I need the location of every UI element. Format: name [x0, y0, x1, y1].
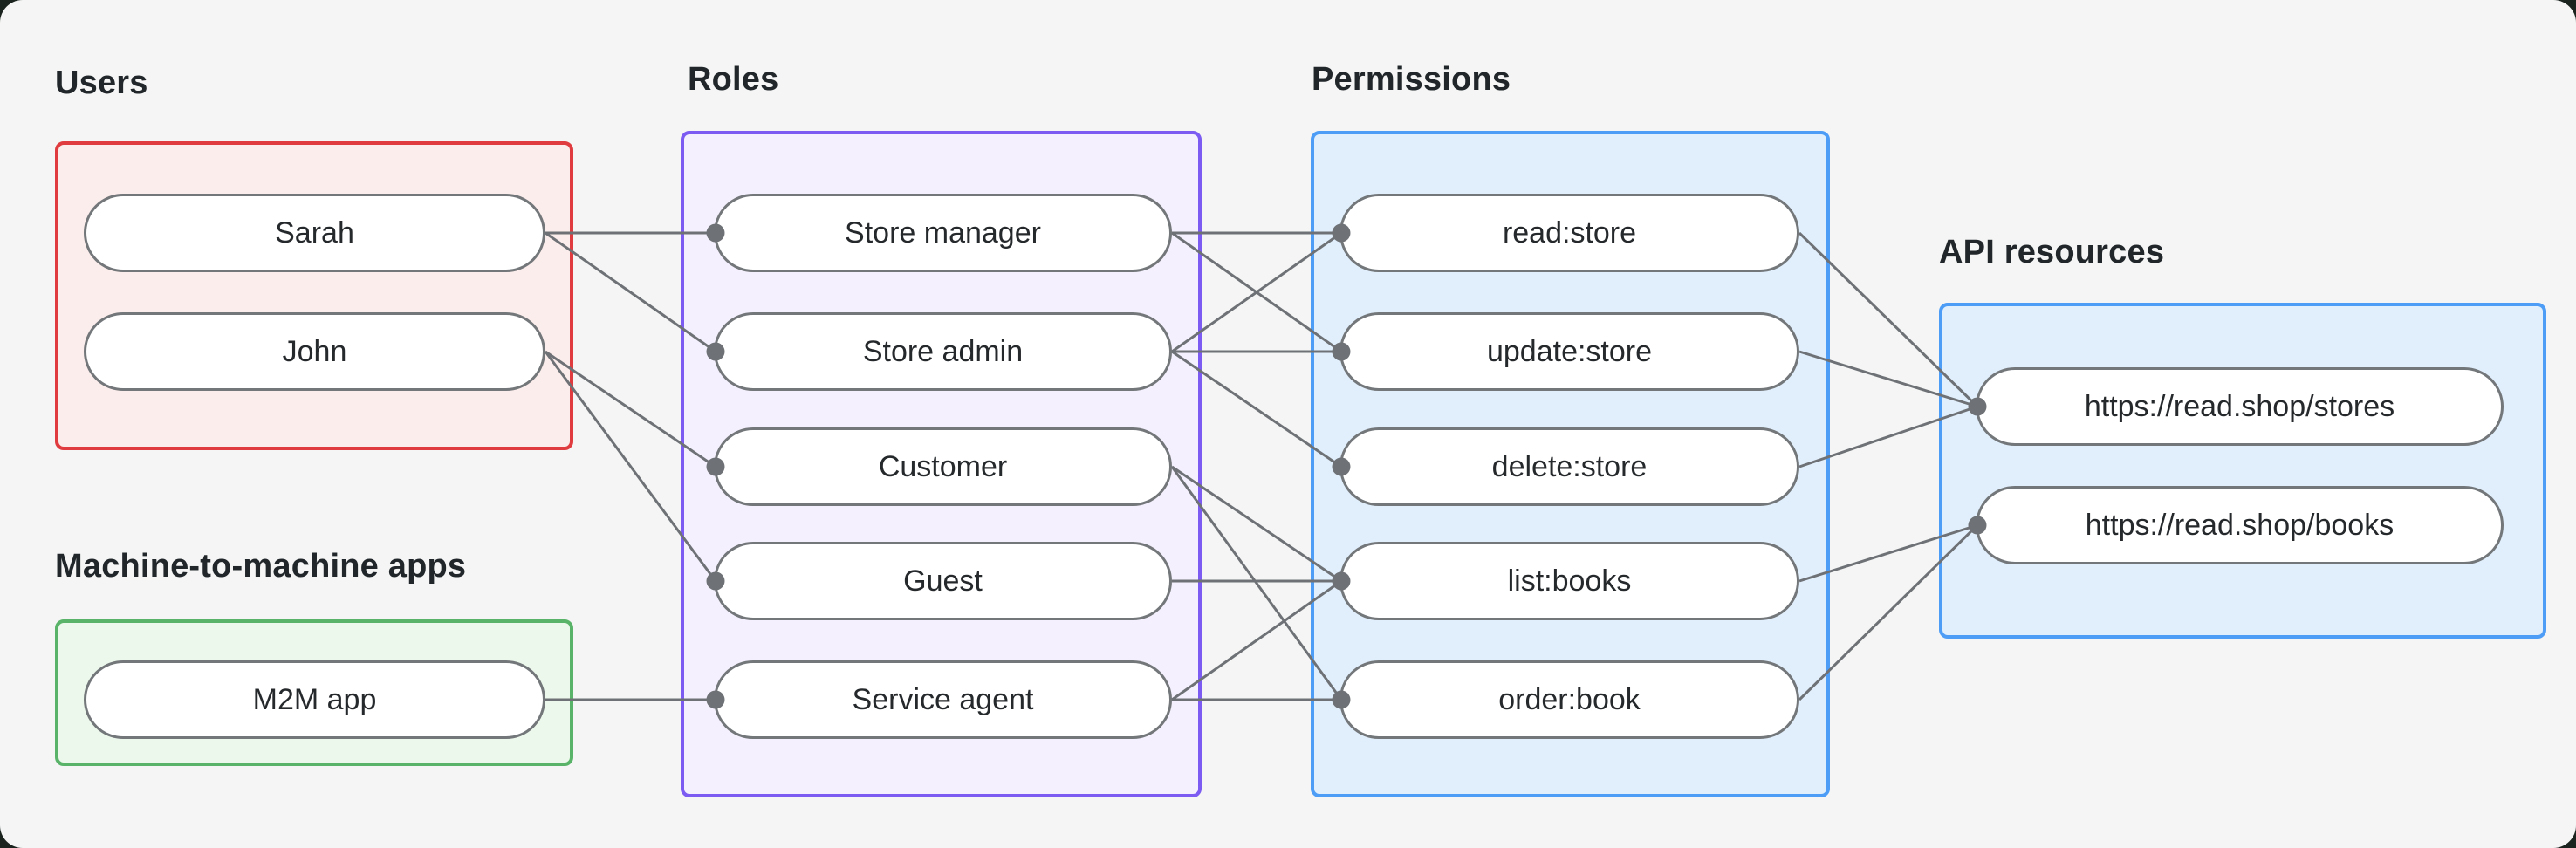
- node-sarah-label: Sarah: [275, 215, 354, 250]
- node-customer-label: Customer: [878, 449, 1008, 483]
- users-group-label: Users: [55, 65, 148, 101]
- node-list-books-label: list:books: [1507, 564, 1632, 598]
- m2m-group-label: Machine-to-machine apps: [55, 548, 467, 585]
- node-john-label: John: [282, 334, 347, 368]
- api-resources-group-label: API resources: [1939, 234, 2165, 270]
- node-stores-api: https://read.shop/stores: [1976, 367, 2504, 446]
- node-delete-store-label: delete:store: [1491, 449, 1648, 483]
- users-group-box: [55, 141, 573, 450]
- node-read-store-label: read:store: [1502, 215, 1637, 250]
- node-m2m-app: M2M app: [84, 660, 545, 739]
- node-stores-api-label: https://read.shop/stores: [2084, 389, 2395, 423]
- node-store-manager-label: Store manager: [845, 215, 1041, 250]
- node-sarah: Sarah: [84, 194, 545, 272]
- api-resources-group-box: [1939, 303, 2546, 639]
- node-update-store: update:store: [1339, 312, 1799, 391]
- node-store-admin: Store admin: [714, 312, 1172, 391]
- node-service-agent-label: Service agent: [852, 682, 1034, 716]
- node-store-admin-label: Store admin: [862, 334, 1024, 368]
- node-customer: Customer: [714, 427, 1172, 506]
- node-order-book: order:book: [1339, 660, 1799, 739]
- node-books-api-label: https://read.shop/books: [2085, 508, 2394, 542]
- node-john: John: [84, 312, 545, 391]
- node-store-manager: Store manager: [714, 194, 1172, 272]
- node-read-store: read:store: [1339, 194, 1799, 272]
- node-books-api: https://read.shop/books: [1976, 486, 2504, 564]
- roles-group-label: Roles: [688, 61, 779, 98]
- node-guest-label: Guest: [903, 564, 983, 598]
- node-delete-store: delete:store: [1339, 427, 1799, 506]
- node-update-store-label: update:store: [1486, 334, 1653, 368]
- node-m2m-app-label: M2M app: [252, 682, 377, 716]
- node-list-books: list:books: [1339, 542, 1799, 620]
- permissions-group-label: Permissions: [1312, 61, 1511, 98]
- node-order-book-label: order:book: [1498, 682, 1641, 716]
- node-guest: Guest: [714, 542, 1172, 620]
- node-service-agent: Service agent: [714, 660, 1172, 739]
